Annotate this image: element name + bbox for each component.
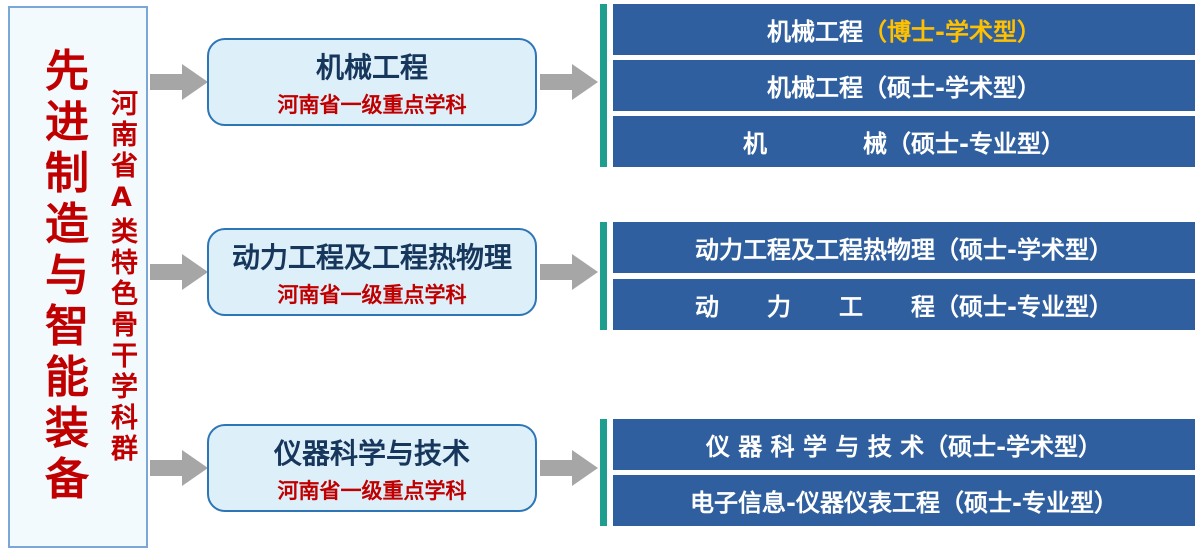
- arrow-head: [572, 64, 598, 100]
- arrow-head: [182, 64, 208, 100]
- discipline-tag: 河南省一级重点学科: [277, 478, 467, 503]
- discipline-name: 仪器科学与技术: [273, 436, 470, 470]
- arrow-shaft: [540, 74, 572, 90]
- program-bar: 机械工程（硕士-学术型）: [613, 60, 1195, 111]
- cluster-panel: 先进制造与智能装备 河南省A类特色骨干学科群: [8, 6, 148, 548]
- discipline-name: 机械工程: [315, 50, 428, 84]
- arrow-right-icon: [540, 254, 598, 290]
- program-bar: 动 力 工 程（硕士-专业型）: [613, 279, 1195, 330]
- discipline-name: 动力工程及工程热物理: [231, 240, 512, 274]
- program-label: 机械工程: [767, 18, 864, 46]
- discipline-node-mechanical: 机械工程 河南省一级重点学科: [207, 38, 537, 126]
- program-label: 电子信息-仪器仪表工程（硕士-专业型）: [690, 489, 1118, 517]
- program-bar: 仪 器 科 学 与 技 术（硕士-学术型）: [613, 419, 1195, 470]
- program-bar: 电子信息-仪器仪表工程（硕士-专业型）: [613, 475, 1195, 526]
- arrow-right-icon: [540, 450, 598, 486]
- arrow-shaft: [150, 74, 182, 90]
- arrow-right-icon: [150, 450, 208, 486]
- program-label: 动 力 工 程（硕士-专业型）: [695, 293, 1113, 321]
- arrow-head: [572, 254, 598, 290]
- arrow-shaft: [540, 264, 572, 280]
- arrow-shaft: [150, 264, 182, 280]
- program-bar: 机 械（硕士-专业型）: [613, 116, 1195, 167]
- arrow-shaft: [540, 460, 572, 476]
- program-bar: 机械工程（博士-学术型）: [613, 4, 1195, 55]
- arrow-right-icon: [150, 254, 208, 290]
- cluster-subtitle: 河南省A类特色骨干学科群: [106, 89, 137, 465]
- program-label: 机械工程（硕士-学术型）: [767, 74, 1041, 102]
- discipline-tag: 河南省一级重点学科: [277, 92, 467, 117]
- program-label: 机 械（硕士-专业型）: [743, 130, 1065, 158]
- group-accent-line: [600, 4, 607, 167]
- program-label: 动力工程及工程热物理（硕士-学术型）: [695, 236, 1113, 264]
- arrow-head: [182, 450, 208, 486]
- discipline-tag: 河南省一级重点学科: [277, 282, 467, 307]
- arrow-shaft: [150, 460, 182, 476]
- cluster-title: 先进制造与智能装备: [37, 47, 88, 507]
- program-highlight: （博士-学术型）: [863, 18, 1041, 46]
- discipline-node-power: 动力工程及工程热物理 河南省一级重点学科: [207, 228, 537, 316]
- group-accent-line: [600, 222, 607, 330]
- arrow-head: [182, 254, 208, 290]
- discipline-node-instrument: 仪器科学与技术 河南省一级重点学科: [207, 424, 537, 512]
- program-label: 仪 器 科 学 与 技 术（硕士-学术型）: [705, 433, 1103, 461]
- arrow-right-icon: [150, 64, 208, 100]
- group-accent-line: [600, 419, 607, 526]
- program-bar: 动力工程及工程热物理（硕士-学术型）: [613, 222, 1195, 273]
- arrow-right-icon: [540, 64, 598, 100]
- arrow-head: [572, 450, 598, 486]
